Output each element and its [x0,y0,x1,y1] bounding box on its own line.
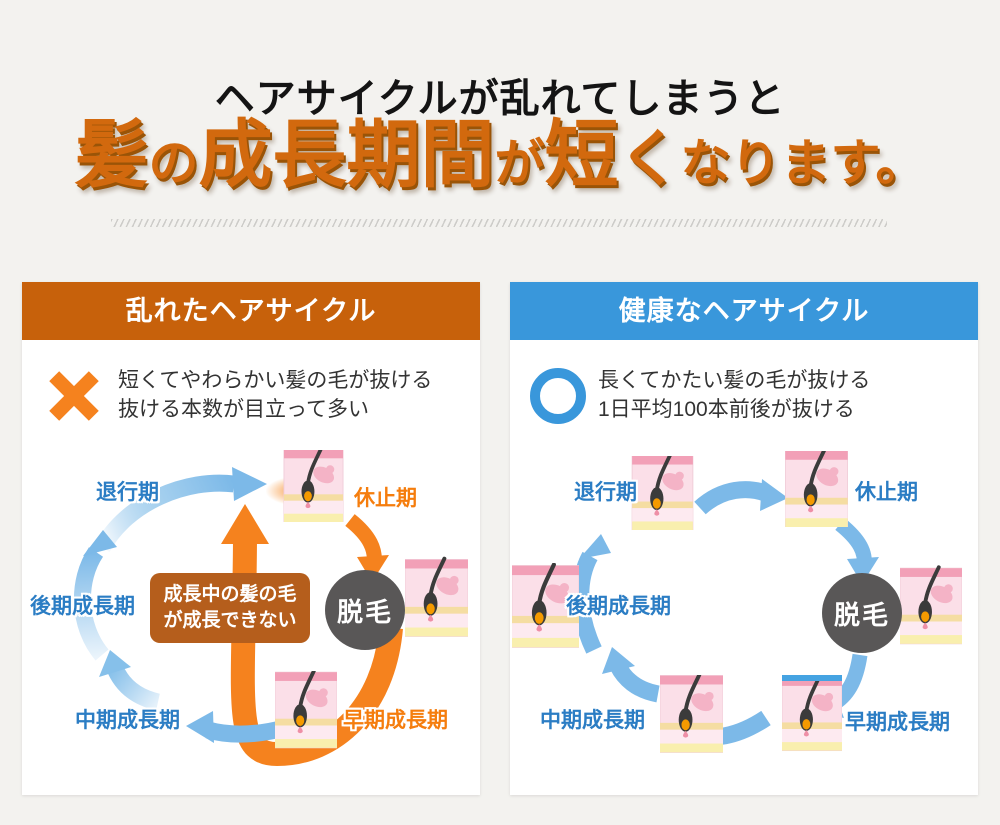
headline-segment: なります。 [680,135,926,191]
note-line: が成長できない [163,610,297,631]
hatched-divider [111,219,887,227]
headline-segment: 成長期間 [198,113,495,196]
headline-segment: の [148,135,199,191]
panel-title-disordered: 乱れたヘアサイクル [22,282,480,340]
caption-line: 短くてやわらかい髪の毛が抜ける [118,369,433,392]
stage-label-late-growth: 後期成長期 [30,595,135,618]
shedding-label: 脱毛 [336,596,393,627]
caption-text: 短くてやわらかい髪の毛が抜ける 抜ける本数が目立って多い [118,366,432,424]
headline-segment: 短 [544,113,619,196]
hair-follicle-illustration [900,563,962,649]
stage-label-regression: 退行期 [574,481,637,504]
caption-line: 抜ける本数が目立って多い [118,398,369,421]
hair-follicle-illustration [275,671,337,749]
shedding-label: 脱毛 [833,599,890,630]
follicle-skin-cap [782,675,842,681]
stage-label-rest: 休止期 [855,481,918,504]
hair-follicle-illustration [405,556,468,640]
hair-follicle-illustration [630,456,695,530]
hair-follicle-illustration [660,675,723,753]
stage-label-mid-growth: 中期成長期 [75,709,180,732]
caption-line: 1日平均100本前後が抜ける [598,398,855,421]
stage-label-early-growth: 早期成長期 [343,709,448,732]
caption-text: 長くてかたい髪の毛が抜ける 1日平均100本前後が抜ける [598,366,870,424]
diagram-disordered-cycle: 脱毛 成長中の髪の毛 が成長できない 退行期 休止期 後期成長期 中期成長期 早… [22,440,480,795]
hair-follicle-illustration [782,675,842,753]
headline-segment: く [618,125,681,194]
note-line: 成長中の髪の毛 [163,583,297,605]
cross-icon [48,370,100,422]
shedding-badge: 脱毛 [822,573,902,653]
circle-icon [530,368,586,424]
caption-line: 長くてかたい髪の毛が抜ける [598,369,871,392]
shedding-badge: 脱毛 [325,570,405,650]
stage-label-regression: 退行期 [96,481,159,504]
hair-follicle-illustration [282,450,345,522]
panel-disordered-cycle: 乱れたヘアサイクル 短くてやわらかい髪の毛が抜ける 抜ける本数が目立って多い [22,282,480,795]
headline-segment: が [494,135,545,191]
panel-title-healthy: 健康なヘアサイクル [510,282,978,340]
stage-label-late-growth: 後期成長期 [566,595,671,618]
cycle-arrows [73,467,403,767]
hair-follicle-illustration [785,451,848,527]
diagram-healthy-cycle: 脱毛 退行期 休止期 後期成長期 中期成長期 早期成長期 [510,440,978,795]
stage-label-early-growth: 早期成長期 [845,711,950,734]
growth-blocked-note: 成長中の髪の毛 が成長できない [150,573,310,643]
headline-top: ヘアサイクルが乱れてしまうと [214,77,786,121]
panel-healthy-cycle: 健康なヘアサイクル 長くてかたい髪の毛が抜ける 1日平均100本前後が抜ける [510,282,978,795]
headline-main: 髪の成長期間が短くなります。 [0,118,1000,192]
stage-label-mid-growth: 中期成長期 [540,709,645,732]
stage-label-rest: 休止期 [354,487,417,510]
headline-segment: 髪 [74,113,149,196]
